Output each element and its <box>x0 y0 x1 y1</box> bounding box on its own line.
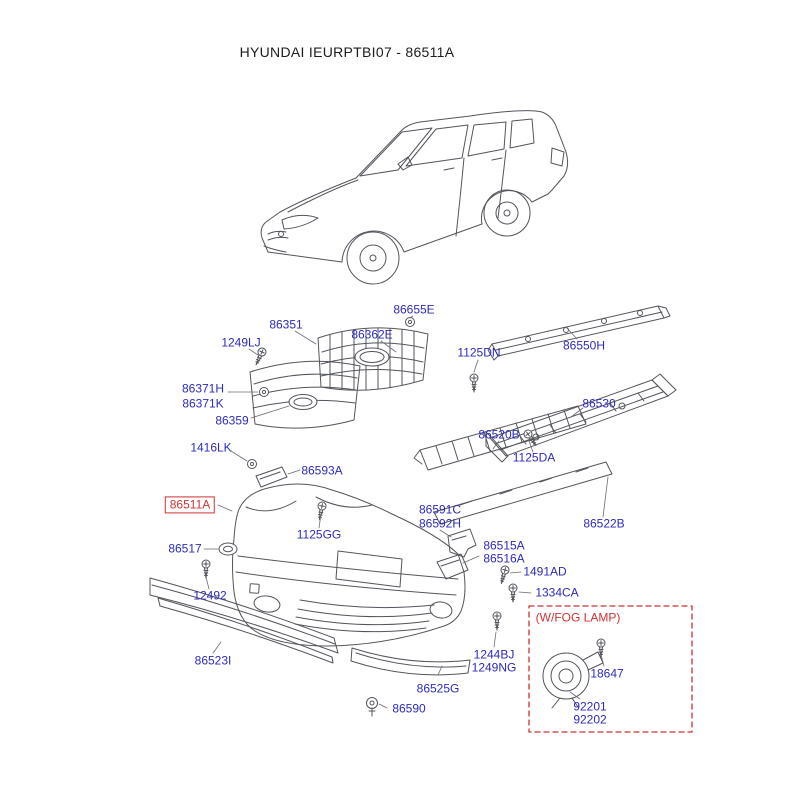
part-label-1334ca[interactable]: 1334CA <box>535 585 579 600</box>
side-mirror <box>397 156 413 171</box>
part-label-86351[interactable]: 86351 <box>269 317 303 332</box>
part-label-12492[interactable]: 12492 <box>193 588 227 603</box>
part-label-1125da[interactable]: 1125DA <box>512 450 556 465</box>
part-label-92202[interactable]: 92202 <box>573 712 607 727</box>
part-label-wfoglamp: (W/FOG LAMP) <box>535 610 621 625</box>
energy-absorber <box>413 405 587 471</box>
upper-tie-bar <box>487 305 671 361</box>
grille-emblem-recess <box>354 347 390 367</box>
front-wheel <box>346 231 400 285</box>
part-label-92201[interactable]: 92201 <box>573 699 607 714</box>
side-bracket-lower <box>436 553 469 580</box>
part-label-86655e[interactable]: 86655E <box>393 302 435 317</box>
bumper-bracket-86593a <box>255 466 288 488</box>
part-label-1125dn[interactable]: 1125DN <box>457 345 501 360</box>
radiator-grille-upper <box>317 327 429 391</box>
part-label-86522b[interactable]: 86522B <box>583 516 625 531</box>
headlight <box>281 214 319 230</box>
part-label-86515a[interactable]: 86515A <box>483 538 525 553</box>
fog-lamp-opening-left <box>253 595 281 613</box>
bumper-molding <box>149 577 339 664</box>
part-label-1491ad[interactable]: 1491AD <box>523 564 567 579</box>
leader-lines <box>203 315 609 709</box>
hood-emblem <box>288 394 318 410</box>
part-label-86593a[interactable]: 86593A <box>301 463 343 478</box>
rear-wheel <box>483 189 531 237</box>
windshield <box>359 127 433 177</box>
part-label-86371h[interactable]: 86371H <box>181 381 225 396</box>
part-label-86550h[interactable]: 86550H <box>562 338 606 353</box>
fog-lamp-dashed-box <box>528 605 693 733</box>
part-label-86520b[interactable]: 86520B <box>478 427 520 442</box>
bumper-bracket <box>433 461 613 525</box>
part-label-86592h[interactable]: 86592H <box>418 516 462 531</box>
car-illustration <box>260 110 569 285</box>
part-label-86516a[interactable]: 86516A <box>483 551 525 566</box>
part-label-86523i[interactable]: 86523I <box>194 653 232 668</box>
part-label-86362e[interactable]: 86362E <box>351 327 393 342</box>
part-label-86371k[interactable]: 86371K <box>182 396 224 411</box>
part-label-86590[interactable]: 86590 <box>392 701 426 716</box>
fog-lamp <box>542 651 604 709</box>
radiator-grille-lower <box>249 360 361 429</box>
part-label-86517[interactable]: 86517 <box>168 541 202 556</box>
diagram-title: HYUNDAI IEURPTBI07 - 86511A <box>239 44 455 60</box>
cover-cap-86517 <box>218 542 238 556</box>
bumper-lip <box>350 647 471 676</box>
part-label-1416lk[interactable]: 1416LK <box>190 440 232 455</box>
part-label-86525g[interactable]: 86525G <box>416 681 460 696</box>
fog-lamp-opening-right <box>429 601 453 619</box>
part-label-1244bj[interactable]: 1244BJ <box>473 647 515 662</box>
side-bracket-upper <box>447 528 477 558</box>
fog-lamp-section <box>528 605 693 733</box>
front-bumper-cover <box>232 483 466 647</box>
license-plate-recess <box>335 550 403 588</box>
part-label-1125gg[interactable]: 1125GG <box>296 527 342 542</box>
part-label-1249lj[interactable]: 1249LJ <box>221 335 261 350</box>
part-label-86591c[interactable]: 86591C <box>418 502 462 517</box>
part-label-1249ng[interactable]: 1249NG <box>471 660 517 675</box>
part-label-86530[interactable]: 86530 <box>582 396 616 411</box>
part-label-18647[interactable]: 18647 <box>590 666 624 681</box>
part-label-86359[interactable]: 86359 <box>215 413 249 428</box>
taillight <box>550 147 565 167</box>
clip-86590 <box>366 697 378 717</box>
part-label-86511a[interactable]: 86511A <box>164 496 216 514</box>
